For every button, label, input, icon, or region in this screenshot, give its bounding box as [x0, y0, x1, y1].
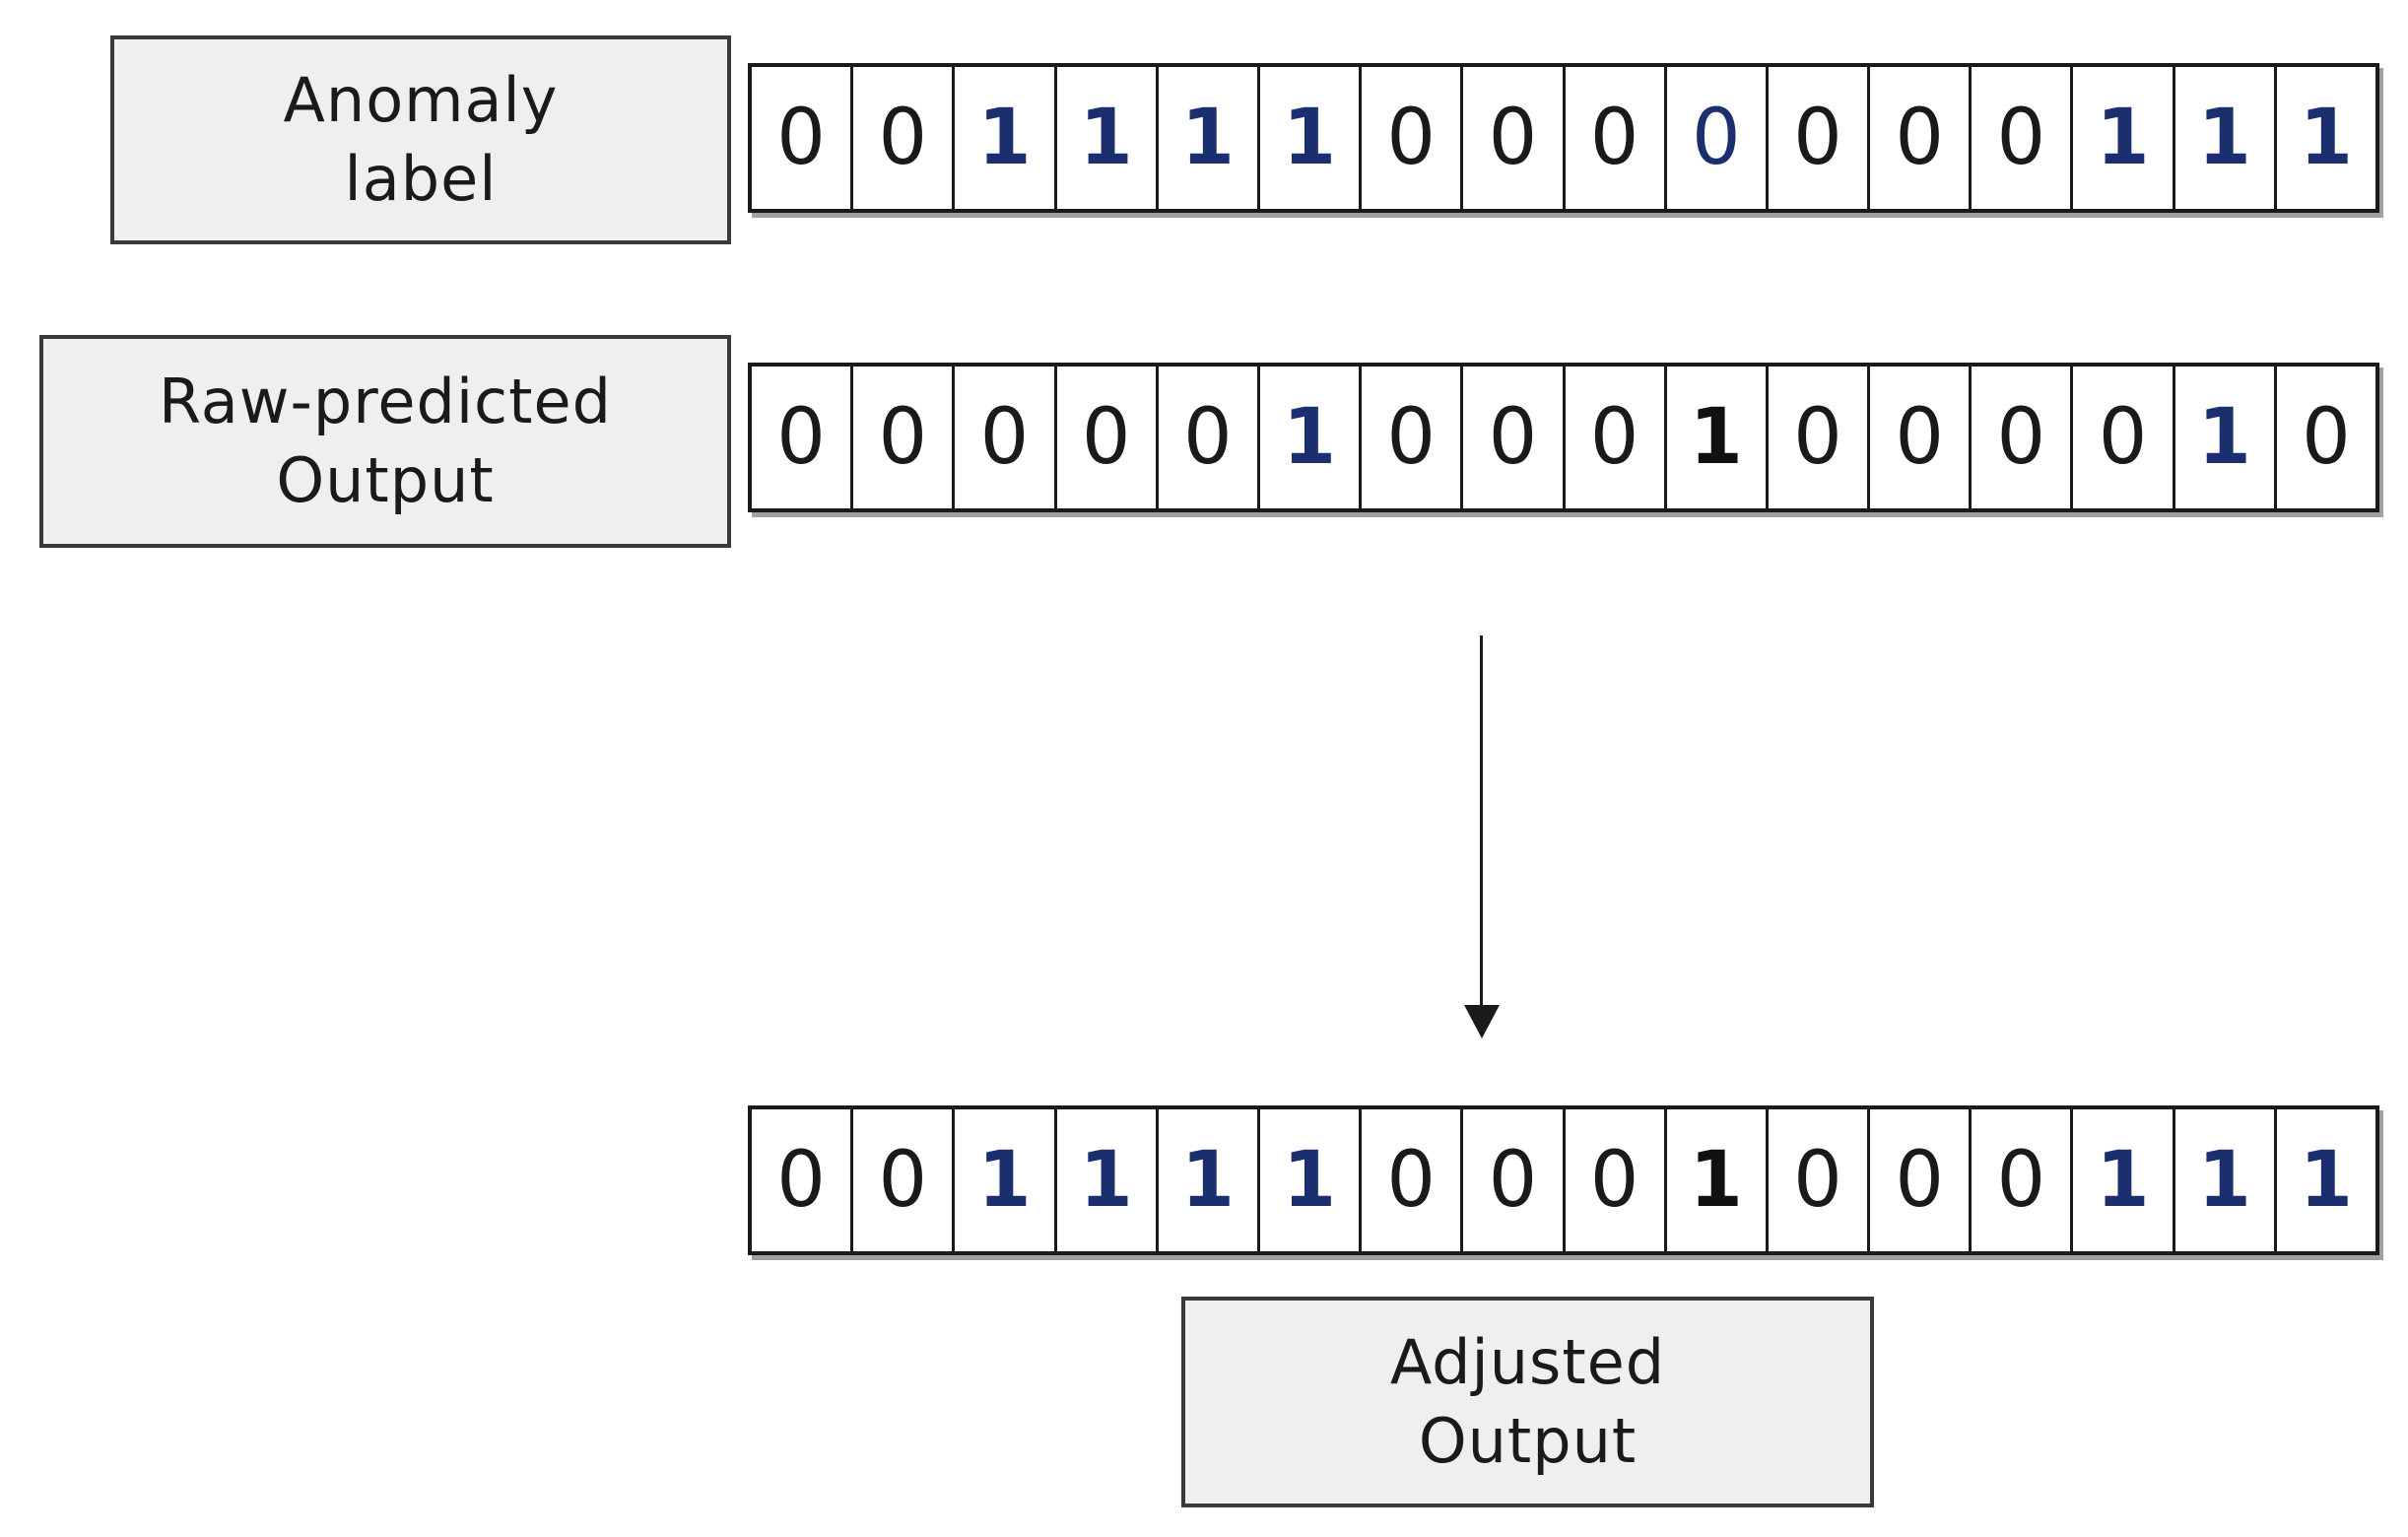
raw-predicted-cell: 0 — [1159, 367, 1260, 508]
adjusted-cell: 0 — [752, 1109, 854, 1251]
raw-predicted-cell: 0 — [955, 367, 1057, 508]
adjusted-line2: Output — [1418, 1405, 1638, 1477]
anomaly-label-cell: 0 — [1362, 67, 1464, 209]
raw-predicted-cell: 0 — [1362, 367, 1464, 508]
anomaly-label-cell: 1 — [1159, 67, 1260, 209]
adjusted-cell: 0 — [1870, 1109, 1973, 1251]
adjusted-output-box: Adjusted Output — [1181, 1297, 1874, 1507]
raw-predicted-cell: 0 — [1870, 367, 1973, 508]
raw-predicted-output-box: Raw-predicted Output — [39, 335, 731, 548]
raw-predicted-cell: 0 — [2302, 393, 2351, 482]
adjusted-cell: 1 — [2299, 1136, 2354, 1225]
adjusted-line1: Adjusted — [1389, 1326, 1666, 1398]
adjusted-cell: 1 — [955, 1109, 1057, 1251]
anomaly-label-cell: 1 — [955, 67, 1057, 209]
raw-predicted-cell: 0 — [1972, 367, 2074, 508]
anomaly-label-line1: Anomaly — [283, 64, 559, 136]
raw-predicted-cell: 0 — [1057, 367, 1159, 508]
raw-predicted-cell: 0 — [853, 367, 956, 508]
adjusted-cell: 1 — [2073, 1109, 2175, 1251]
raw-predicted-cell: 1 — [1260, 367, 1363, 508]
adjusted-cell: 1 — [1057, 1109, 1159, 1251]
adjusted-cell: 1 — [1667, 1109, 1769, 1251]
raw-predicted-cell: 0 — [1566, 367, 1667, 508]
anomaly-label-cell: 0 — [1463, 67, 1566, 209]
adjusted-cell: 1 — [1260, 1109, 1363, 1251]
anomaly-label-cell: 1 — [2073, 67, 2175, 209]
down-arrow-line — [1480, 635, 1483, 1010]
anomaly-label-cell: 1 — [1057, 67, 1159, 209]
raw-predicted-cell: 0 — [752, 367, 854, 508]
adjusted-cell: 0 — [1769, 1109, 1871, 1251]
raw-predicted-line1: Raw-predicted — [159, 366, 612, 437]
adjusted-cell: 0 — [1463, 1109, 1566, 1251]
adjusted-cell: 0 — [1566, 1109, 1667, 1251]
anomaly-label-cell: 1 — [1260, 67, 1363, 209]
anomaly-label-cell: 1 — [2299, 94, 2354, 182]
raw-predicted-line2: Output — [276, 444, 495, 516]
anomaly-label-cell: 0 — [1972, 67, 2074, 209]
adjusted-cell: 1 — [2175, 1109, 2277, 1251]
anomaly-label-cell: 1 — [2175, 67, 2277, 209]
anomaly-label-cell: 0 — [752, 67, 854, 209]
anomaly-label-box: Anomaly label — [110, 35, 731, 244]
down-arrow-head-icon — [1464, 1005, 1500, 1038]
adjusted-cell: 1 — [1159, 1109, 1260, 1251]
anomaly-label-line2: label — [344, 143, 498, 215]
raw-predicted-cell: 0 — [2073, 367, 2175, 508]
raw-predicted-cell: 0 — [1769, 367, 1871, 508]
anomaly-label-cell: 0 — [1566, 67, 1667, 209]
adjusted-cell: 0 — [1972, 1109, 2074, 1251]
adjusted-cell: 0 — [1362, 1109, 1464, 1251]
anomaly-label-cell: 0 — [853, 67, 956, 209]
anomaly-label-cell: 0 — [1769, 67, 1871, 209]
anomaly-label-cell: 0 — [1870, 67, 1973, 209]
raw-predicted-cell: 1 — [1667, 367, 1769, 508]
raw-predicted-cell: 0 — [1463, 367, 1566, 508]
anomaly-label-cell: 0 — [1667, 67, 1769, 209]
raw-predicted-cell: 1 — [2175, 367, 2277, 508]
adjusted-cell: 0 — [853, 1109, 956, 1251]
